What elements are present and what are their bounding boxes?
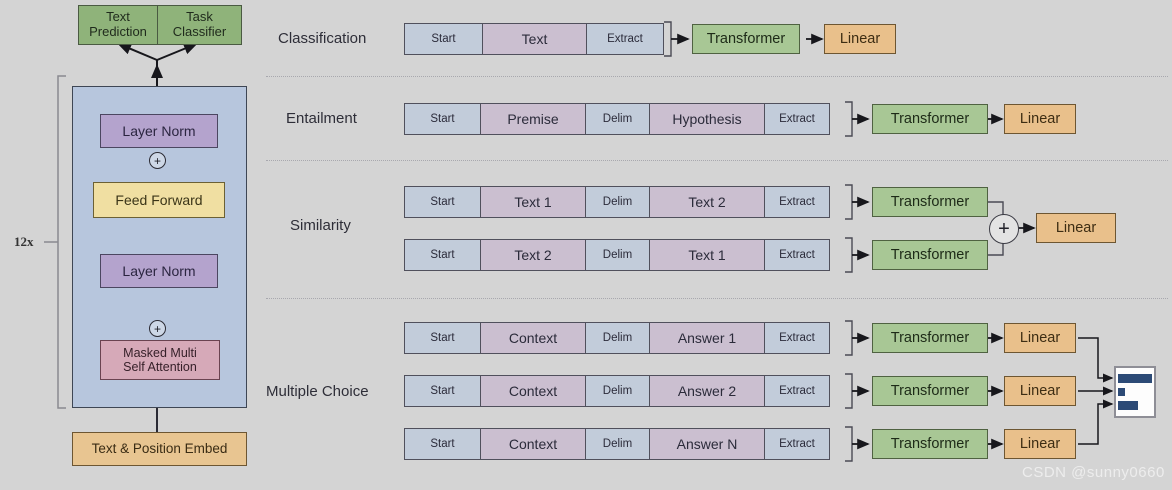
token-cell[interactable]: Context bbox=[481, 376, 586, 406]
token-cell[interactable]: Premise bbox=[481, 104, 586, 134]
token-cell[interactable]: Delim bbox=[586, 429, 650, 459]
repeat-count-label: 12x bbox=[14, 234, 34, 249]
output-bar bbox=[1118, 401, 1138, 410]
residual-add-bottom: + bbox=[149, 320, 166, 337]
token-cell[interactable]: Start bbox=[405, 240, 481, 270]
task-label-entailment: Entailment bbox=[286, 110, 357, 127]
text-position-embed-label: Text & Position Embed bbox=[91, 441, 228, 457]
linear-block[interactable]: Linear bbox=[1036, 213, 1116, 243]
transformer-label: Transformer bbox=[706, 30, 786, 47]
block-feed-forward[interactable]: Feed Forward bbox=[93, 182, 225, 218]
transformer-label: Transformer bbox=[890, 246, 970, 263]
linear-label: Linear bbox=[839, 30, 881, 47]
token-cell[interactable]: Extract bbox=[765, 376, 829, 406]
token-cell[interactable]: Context bbox=[481, 429, 586, 459]
sum-combiner: + bbox=[989, 214, 1019, 244]
transformer-block[interactable]: Transformer bbox=[872, 323, 988, 353]
transformer-block[interactable]: Transformer bbox=[872, 429, 988, 459]
linear-block[interactable]: Linear bbox=[1004, 323, 1076, 353]
token-cell[interactable]: Extract bbox=[765, 187, 829, 217]
transformer-block[interactable]: Transformer bbox=[872, 187, 988, 217]
token-cell[interactable]: Start bbox=[405, 376, 481, 406]
sequence-classification-0: Start Text Extract bbox=[404, 23, 664, 55]
token-cell[interactable]: Delim bbox=[586, 187, 650, 217]
linear-label: Linear bbox=[1055, 219, 1097, 236]
token-cell[interactable]: Text 2 bbox=[650, 187, 765, 217]
block-layer-norm-bottom-label: Layer Norm bbox=[122, 262, 196, 279]
linear-block[interactable]: Linear bbox=[824, 24, 896, 54]
sum-combiner-symbol: + bbox=[998, 218, 1010, 240]
block-feed-forward-label: Feed Forward bbox=[115, 191, 203, 208]
transformer-block[interactable]: Transformer bbox=[872, 104, 988, 134]
token-cell[interactable]: Answer 1 bbox=[650, 323, 765, 353]
token-cell[interactable]: Extract bbox=[765, 323, 829, 353]
token-cell[interactable]: Answer 2 bbox=[650, 376, 765, 406]
linear-block[interactable]: Linear bbox=[1004, 376, 1076, 406]
transformer-block[interactable]: Transformer bbox=[872, 376, 988, 406]
block-masked-self-attention-label: Masked Multi Self Attention bbox=[123, 345, 197, 374]
head-task-classifier-label: Task Classifier bbox=[172, 9, 227, 39]
sequence-multiple-choice-2: Start Context Delim Answer N Extract bbox=[404, 428, 830, 460]
task-label-classification: Classification bbox=[278, 30, 367, 47]
residual-add-bottom-symbol: + bbox=[153, 321, 161, 336]
head-text-prediction-label: Text Prediction bbox=[89, 9, 147, 39]
block-layer-norm-top[interactable]: Layer Norm bbox=[100, 114, 218, 148]
transformer-label: Transformer bbox=[890, 382, 970, 399]
linear-block[interactable]: Linear bbox=[1004, 429, 1076, 459]
token-cell[interactable]: Extract bbox=[765, 429, 829, 459]
transformer-block[interactable]: Transformer bbox=[872, 240, 988, 270]
token-cell[interactable]: Delim bbox=[586, 104, 650, 134]
sequence-multiple-choice-1: Start Context Delim Answer 2 Extract bbox=[404, 375, 830, 407]
sequence-similarity-0: Start Text 1 Delim Text 2 Extract bbox=[404, 186, 830, 218]
token-cell[interactable]: Answer N bbox=[650, 429, 765, 459]
section-divider-3 bbox=[266, 298, 1168, 299]
token-cell[interactable]: Extract bbox=[765, 104, 829, 134]
token-cell[interactable]: Text 2 bbox=[481, 240, 586, 270]
transformer-label: Transformer bbox=[890, 329, 970, 346]
transformer-label: Transformer bbox=[890, 193, 970, 210]
section-divider-2 bbox=[266, 160, 1168, 161]
residual-add-top: + bbox=[149, 152, 166, 169]
section-divider-1 bbox=[266, 76, 1168, 77]
token-cell[interactable]: Extract bbox=[765, 240, 829, 270]
task-label-similarity: Similarity bbox=[290, 217, 351, 234]
head-text-prediction[interactable]: Text Prediction bbox=[78, 5, 157, 45]
token-cell[interactable]: Text bbox=[483, 24, 587, 54]
sequence-similarity-1: Start Text 2 Delim Text 1 Extract bbox=[404, 239, 830, 271]
linear-block[interactable]: Linear bbox=[1004, 104, 1076, 134]
task-label-multiple-choice: Multiple Choice bbox=[266, 383, 369, 400]
watermark: CSDN @sunny0660 bbox=[1022, 464, 1165, 481]
token-cell[interactable]: Extract bbox=[587, 24, 663, 54]
output-bar bbox=[1118, 374, 1152, 383]
sequence-multiple-choice-0: Start Context Delim Answer 1 Extract bbox=[404, 322, 830, 354]
token-cell[interactable]: Delim bbox=[586, 376, 650, 406]
sequence-entailment-0: Start Premise Delim Hypothesis Extract bbox=[404, 103, 830, 135]
block-masked-self-attention[interactable]: Masked Multi Self Attention bbox=[100, 340, 220, 380]
linear-label: Linear bbox=[1019, 329, 1061, 346]
token-cell[interactable]: Start bbox=[405, 24, 483, 54]
text-position-embed[interactable]: Text & Position Embed bbox=[72, 432, 247, 466]
head-task-classifier[interactable]: Task Classifier bbox=[157, 5, 242, 45]
transformer-label: Transformer bbox=[890, 435, 970, 452]
token-cell[interactable]: Text 1 bbox=[481, 187, 586, 217]
linear-label: Linear bbox=[1019, 382, 1061, 399]
linear-label: Linear bbox=[1019, 110, 1061, 127]
token-cell[interactable]: Text 1 bbox=[650, 240, 765, 270]
token-cell[interactable]: Delim bbox=[586, 240, 650, 270]
block-layer-norm-bottom[interactable]: Layer Norm bbox=[100, 254, 218, 288]
token-cell[interactable]: Start bbox=[405, 429, 481, 459]
output-bar bbox=[1118, 388, 1125, 396]
residual-add-top-symbol: + bbox=[153, 153, 161, 168]
token-cell[interactable]: Start bbox=[405, 104, 481, 134]
output-bar-chart-icon bbox=[1114, 366, 1156, 418]
token-cell[interactable]: Start bbox=[405, 323, 481, 353]
token-cell[interactable]: Delim bbox=[586, 323, 650, 353]
block-layer-norm-top-label: Layer Norm bbox=[122, 122, 196, 139]
token-cell[interactable]: Start bbox=[405, 187, 481, 217]
transformer-block[interactable]: Transformer bbox=[692, 24, 800, 54]
token-cell[interactable]: Context bbox=[481, 323, 586, 353]
linear-label: Linear bbox=[1019, 435, 1061, 452]
transformer-label: Transformer bbox=[890, 110, 970, 127]
token-cell[interactable]: Hypothesis bbox=[650, 104, 765, 134]
